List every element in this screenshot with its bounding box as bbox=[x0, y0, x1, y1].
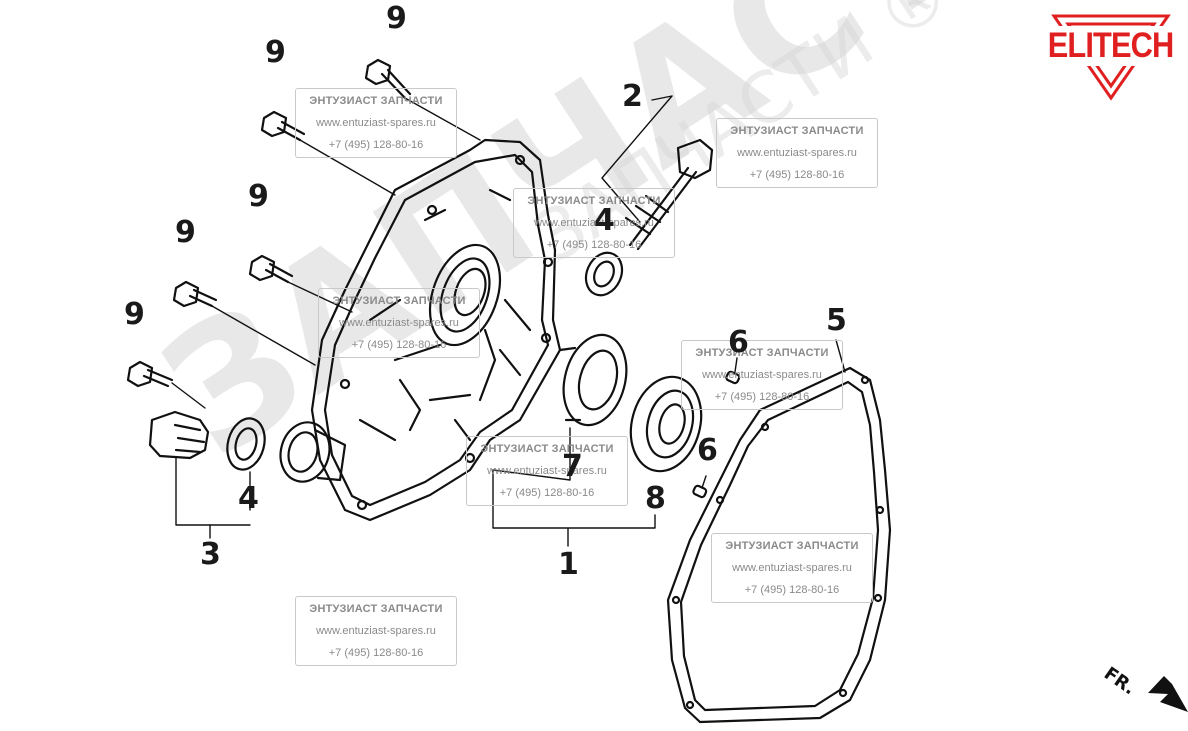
callout-3: 3 bbox=[200, 537, 221, 572]
watermark-box: ЭНТУЗИАСТ ЗАПЧАСТИ www.entuziast-spares.… bbox=[513, 188, 675, 258]
crankcase-cover bbox=[310, 138, 562, 522]
oil-seal-left bbox=[279, 421, 347, 483]
bolts bbox=[126, 58, 412, 388]
callout-7: 7 bbox=[562, 449, 583, 484]
callout-6: 6 bbox=[697, 433, 718, 468]
oil-filler-plug bbox=[148, 410, 266, 471]
bearing-7 bbox=[558, 333, 628, 427]
callout-leaders bbox=[175, 95, 846, 547]
callout-5: 5 bbox=[826, 303, 847, 338]
callout-9: 9 bbox=[265, 35, 286, 70]
brand-logo: ELITECH bbox=[1046, 26, 1176, 66]
callout-8: 8 bbox=[645, 481, 666, 516]
watermark-box: ЭНТУЗИАСТ ЗАПЧАСТИ www.entuziast-spares.… bbox=[295, 88, 457, 158]
direction-arrow-icon bbox=[1148, 676, 1188, 712]
oil-dipstick bbox=[584, 138, 714, 297]
bolt-leaders bbox=[171, 97, 481, 409]
callout-9: 9 bbox=[124, 297, 145, 332]
watermark-box: ЭНТУЗИАСТ ЗАПЧАСТИ www.entuziast-spares.… bbox=[318, 288, 480, 358]
watermark-box: ЭНТУЗИАСТ ЗАПЧАСТИ www.entuziast-spares.… bbox=[716, 118, 878, 188]
callout-9: 9 bbox=[175, 215, 196, 250]
watermark-box: ЭНТУЗИАСТ ЗАПЧАСТИ www.entuziast-spares.… bbox=[681, 340, 843, 410]
callout-2: 2 bbox=[622, 79, 643, 114]
callout-9: 9 bbox=[386, 1, 407, 36]
watermark-box: ЭНТУЗИАСТ ЗАПЧАСТИ www.entuziast-spares.… bbox=[711, 533, 873, 603]
watermark-box: ЭНТУЗИАСТ ЗАПЧАСТИ www.entuziast-spares.… bbox=[466, 436, 628, 506]
callout-4: 4 bbox=[594, 203, 615, 238]
gasket bbox=[666, 366, 892, 724]
callout-9: 9 bbox=[248, 179, 269, 214]
callout-4: 4 bbox=[238, 481, 259, 516]
bearing-8 bbox=[629, 375, 703, 473]
watermark-box: ЭНТУЗИАСТ ЗАПЧАСТИ www.entuziast-spares.… bbox=[295, 596, 457, 666]
callout-6: 6 bbox=[728, 325, 749, 360]
callout-1: 1 bbox=[558, 547, 579, 582]
